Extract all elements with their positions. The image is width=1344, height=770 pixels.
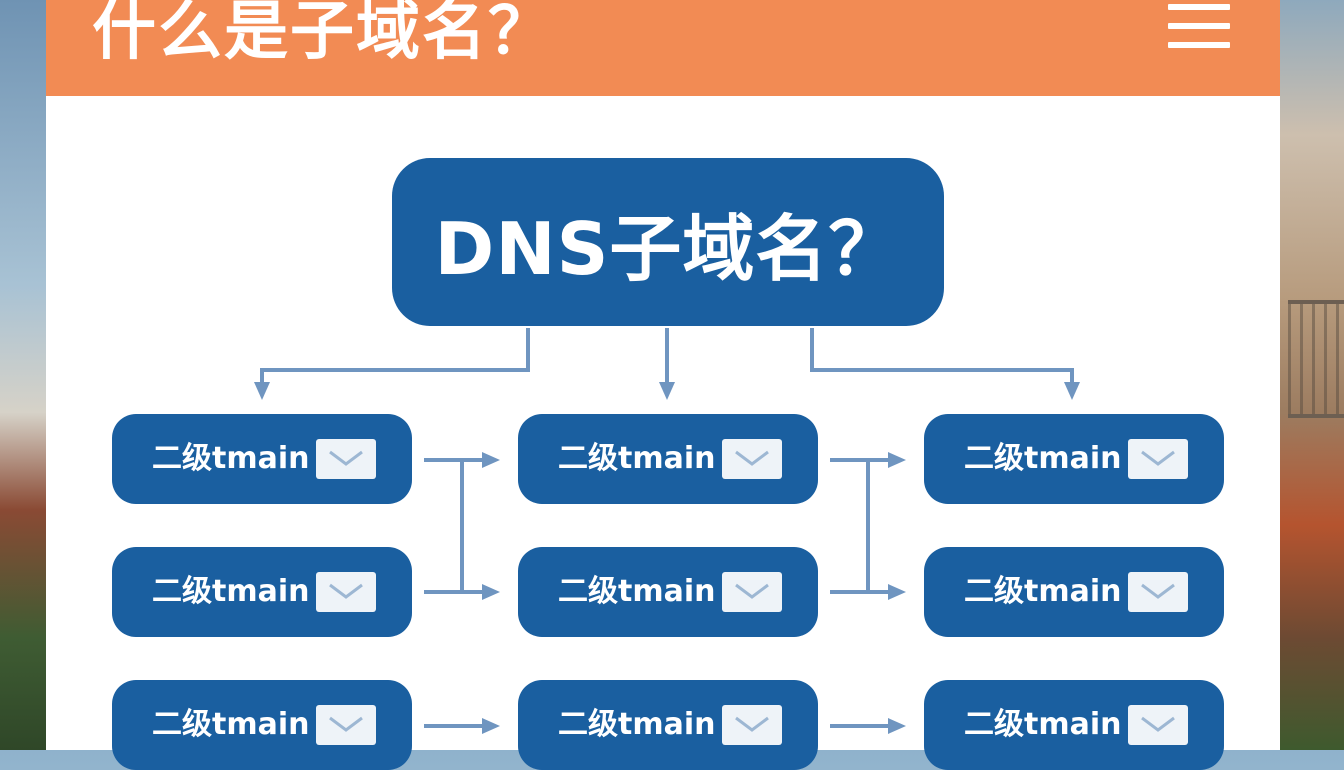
root-node: DNS子域名？ bbox=[392, 158, 944, 326]
node-label: 二级tmain bbox=[558, 441, 716, 476]
subdomain-node[interactable]: 二级tmain bbox=[518, 680, 818, 770]
node-label: 二级tmain bbox=[152, 574, 310, 609]
node-label: 二级tmain bbox=[558, 574, 716, 609]
node-label: 二级tmain bbox=[964, 707, 1122, 742]
subdomain-node[interactable]: 二级tmain bbox=[112, 414, 412, 504]
root-label: DNS子域名？ bbox=[434, 206, 902, 291]
envelope-icon bbox=[1128, 572, 1188, 612]
envelope-icon bbox=[316, 705, 376, 745]
connector-root-right bbox=[810, 328, 1080, 400]
envelope-icon bbox=[1128, 705, 1188, 745]
envelope-icon bbox=[316, 572, 376, 612]
envelope-icon bbox=[722, 439, 782, 479]
envelope-icon bbox=[1128, 439, 1188, 479]
hamburger-menu-icon[interactable] bbox=[1168, 4, 1230, 48]
subdomain-node[interactable]: 二级tmain bbox=[518, 414, 818, 504]
header-bar: 什么是子域名？ bbox=[46, 0, 1280, 96]
subdomain-node[interactable]: 二级tmain bbox=[924, 414, 1224, 504]
envelope-icon bbox=[722, 572, 782, 612]
subdomain-node[interactable]: 二级tmain bbox=[112, 680, 412, 770]
node-label: 二级tmain bbox=[964, 441, 1122, 476]
subdomain-node[interactable]: 二级tmain bbox=[112, 547, 412, 637]
envelope-icon bbox=[722, 705, 782, 745]
background-left bbox=[0, 0, 46, 750]
connector-lines bbox=[254, 328, 1080, 734]
node-label: 二级tmain bbox=[558, 707, 716, 742]
envelope-icon bbox=[316, 439, 376, 479]
node-label: 二级tmain bbox=[152, 441, 310, 476]
subdomain-node[interactable]: 二级tmain bbox=[924, 680, 1224, 770]
node-label: 二级tmain bbox=[152, 707, 310, 742]
subdomain-node[interactable]: 二级tmain bbox=[518, 547, 818, 637]
subdomain-node[interactable]: 二级tmain bbox=[924, 547, 1224, 637]
page-title: 什么是子域名？ bbox=[92, 0, 554, 69]
background-right bbox=[1280, 0, 1344, 750]
node-label: 二级tmain bbox=[964, 574, 1122, 609]
content-card: 什么是子域名？ bbox=[46, 0, 1280, 770]
connector-root-left bbox=[254, 328, 530, 400]
